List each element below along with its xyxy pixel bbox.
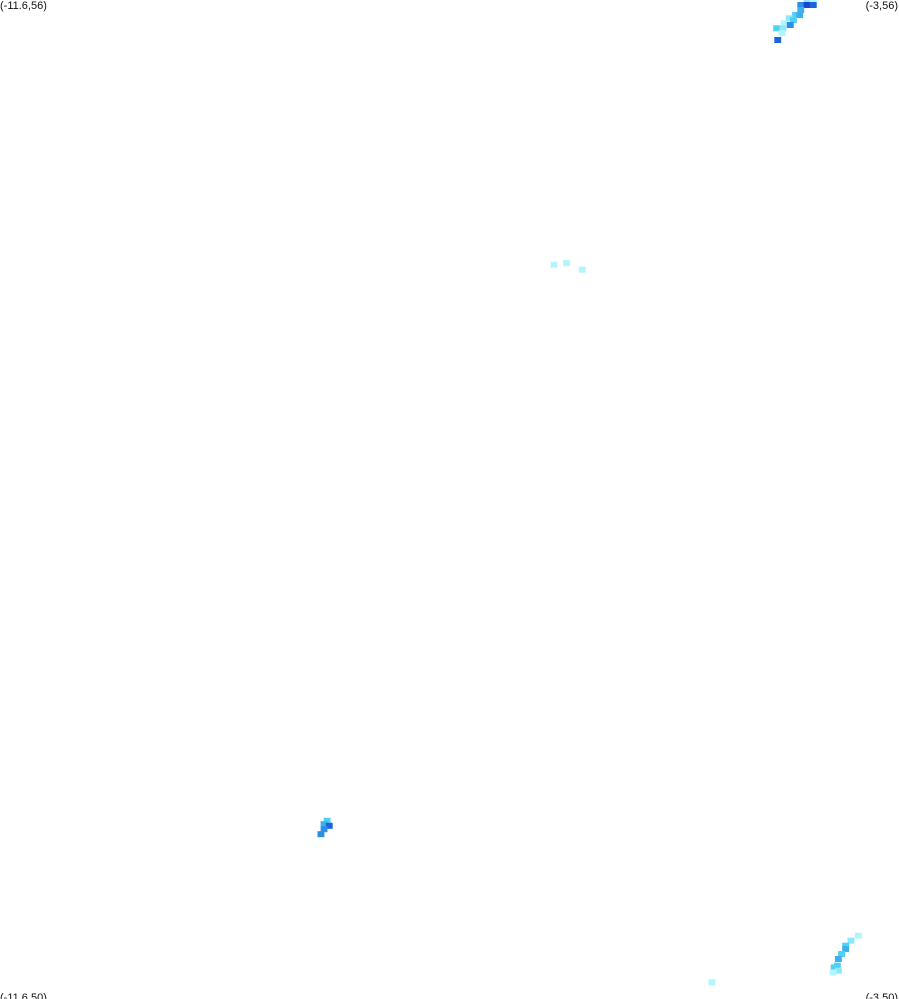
density-cell: [563, 260, 570, 267]
density-cell: [854, 932, 862, 939]
corner-label-bottom-right: (-3,50): [865, 992, 898, 999]
corner-label-bottom-left: (-11.6,50): [0, 992, 47, 999]
density-cell: [773, 25, 781, 32]
density-cell: [323, 817, 331, 824]
density-cell: [325, 822, 333, 829]
density-cell: [834, 967, 842, 974]
density-cell: [780, 20, 788, 27]
density-cell: [834, 956, 842, 962]
corner-label-top-left: (-11.6,56): [0, 0, 47, 12]
density-cell: [320, 821, 328, 828]
density-cell: [774, 37, 782, 43]
density-cell: [797, 7, 805, 13]
density-cell: [790, 17, 797, 23]
density-cell: [803, 2, 811, 8]
density-cell: [320, 826, 328, 833]
density-cell: [578, 266, 586, 273]
density-cell: [317, 831, 325, 838]
density-cell: [842, 946, 850, 953]
corner-label-top-right: (-3,56): [865, 0, 898, 12]
density-cell: [842, 942, 850, 949]
density-cell: [785, 15, 793, 22]
density-cell: [796, 12, 804, 18]
density-cell: [809, 2, 817, 8]
density-cell: [786, 22, 794, 28]
density-cell: [830, 964, 838, 971]
density-cell: [829, 969, 837, 976]
density-cell: [550, 261, 558, 268]
density-cell: [708, 979, 716, 986]
density-cell: [778, 30, 786, 37]
density-cells-layer: [317, 0, 862, 986]
density-cell: [779, 25, 787, 32]
density-cell: [797, 2, 805, 8]
density-cell: [847, 937, 855, 944]
density-cell: [792, 12, 799, 18]
density-cell: [838, 951, 845, 957]
